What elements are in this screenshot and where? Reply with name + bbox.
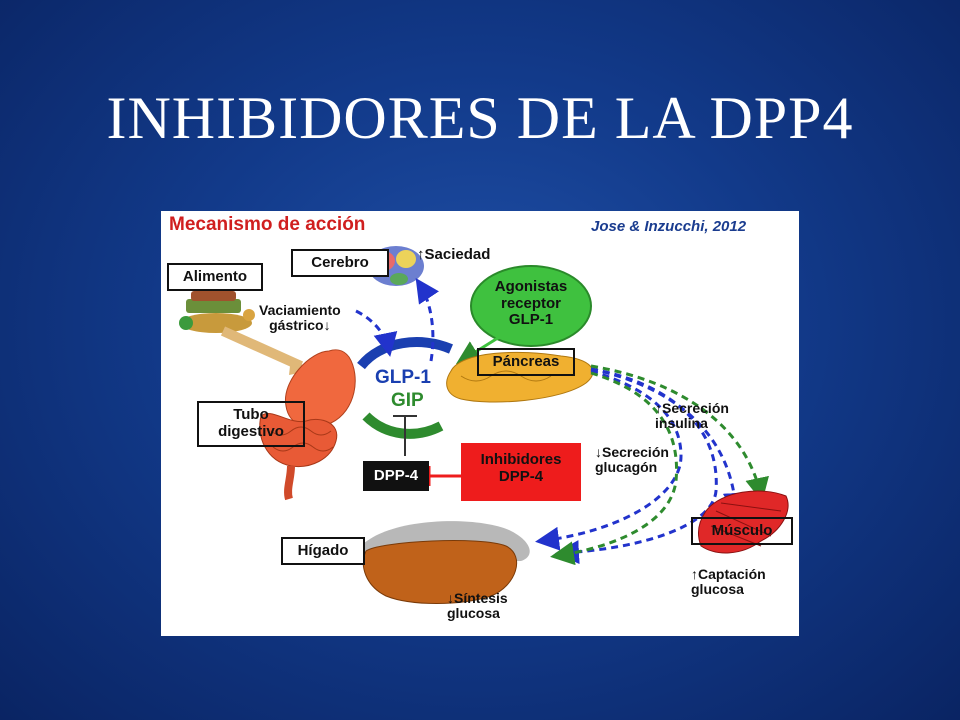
uptake-label: Captación glucosa — [691, 566, 766, 598]
figure-credit: Jose & Inzucchi, 2012 — [591, 218, 747, 235]
incretin-loop-bottom — [362, 412, 444, 439]
up-arrow-icon — [417, 246, 425, 263]
slide-title: INHIBIDORES DE LA DPP4 — [106, 85, 854, 151]
dpp4-label: DPP-4 — [373, 467, 419, 484]
up-arrow-icon — [691, 566, 698, 582]
gastric-label: Vaciamiento gástrico — [259, 302, 341, 334]
food-label-box: Alimento — [167, 263, 263, 291]
down-arrow-icon — [595, 444, 602, 460]
mechanism-figure: Mecanismo de acción Jose & Inzucchi, 201… — [161, 211, 799, 636]
synthesis-label: Síntesis glucosa — [447, 590, 508, 622]
muscle-label: Músculo — [711, 522, 773, 539]
muscle-label-box: Músculo — [691, 517, 793, 545]
food-label: Alimento — [182, 268, 248, 285]
arrow-gastric — [355, 309, 398, 357]
gut-label-box: Tubo digestivo — [197, 401, 305, 447]
brain-label: Cerebro — [311, 254, 369, 271]
brain-label-box: Cerebro — [291, 249, 389, 277]
arrow-green-muscle — [590, 364, 769, 502]
dpp4-box: DPP-4 — [363, 461, 429, 491]
incretin-loop-top — [357, 337, 453, 370]
figure-title: Mecanismo de acción — [169, 214, 366, 235]
glp1-label: GLP-1 — [375, 367, 431, 388]
down-arrow-icon — [447, 590, 454, 606]
arrow-insulin-muscle — [590, 367, 747, 517]
digestive-tract-illustration — [259, 349, 356, 501]
muscle-illustration — [698, 490, 789, 554]
arrow-brain — [415, 278, 439, 362]
down-arrow-icon — [324, 317, 331, 333]
inhibitor-label-line1: Inhibidores — [480, 451, 562, 468]
agonist-label: Agonistas receptor GLP-1 — [494, 278, 568, 328]
inhibitor-label-line2: DPP-4 — [498, 467, 544, 485]
food-illustration — [179, 291, 255, 333]
food-arrow — [220, 326, 304, 371]
liver-label-box: Hígado — [281, 537, 365, 565]
pancreas-label-box: Páncreas — [477, 348, 575, 376]
insulin-label: Secreción insulina — [655, 400, 729, 432]
gut-label-line2: digestivo — [218, 422, 284, 440]
agonist-bubble — [470, 265, 592, 347]
liver-illustration — [358, 521, 530, 604]
up-arrow-icon — [655, 400, 662, 416]
glucagon-label: Secreción glucagón — [595, 444, 669, 476]
inhibitor-box: Inhibidores DPP-4 — [461, 443, 581, 501]
arrow-glucagon — [535, 369, 683, 551]
liver-label: Hígado — [297, 542, 349, 559]
gut-label-line1: Tubo — [233, 406, 269, 423]
pancreas-illustration — [446, 351, 594, 403]
gip-label: GIP — [391, 390, 424, 411]
pancreas-label: Páncreas — [492, 353, 560, 370]
mechanism-diagram — [179, 246, 789, 604]
satiety-label: Saciedad — [417, 246, 490, 264]
arrow-green-liver — [550, 371, 679, 566]
